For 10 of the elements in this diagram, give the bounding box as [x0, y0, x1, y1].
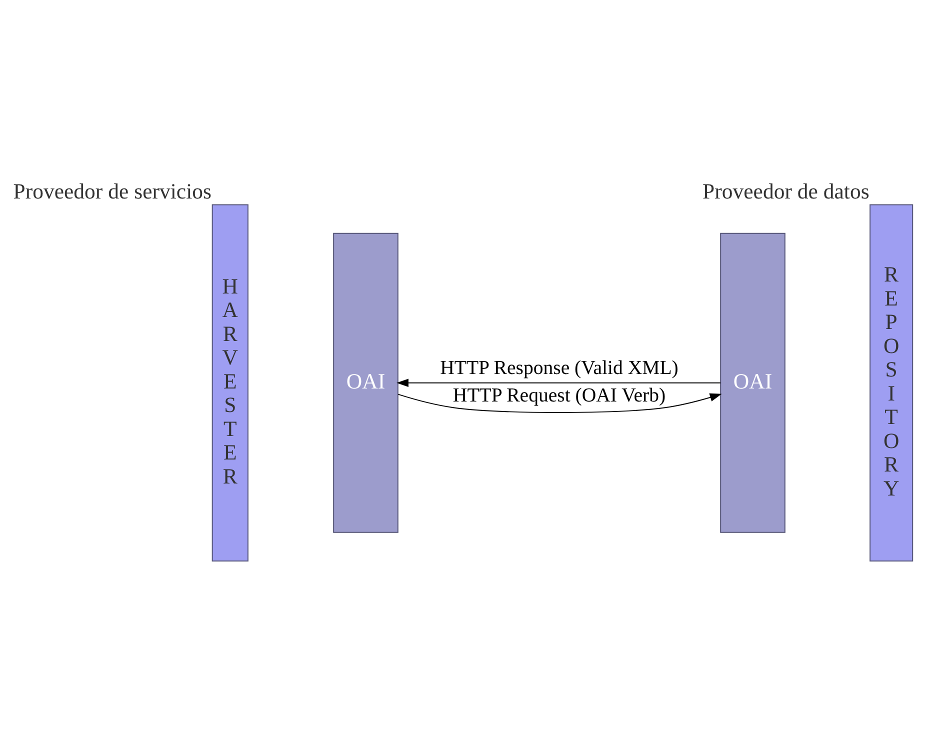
arrow — [398, 393, 722, 413]
node-box: OAI — [720, 232, 786, 533]
node-box: OAI — [333, 232, 398, 533]
edge-label: HTTP Request (OAI Verb) — [452, 384, 666, 407]
node-box: HARVESTER — [212, 204, 248, 562]
node-label: Proveedor de datos — [702, 179, 870, 204]
edge-label: HTTP Response (Valid XML) — [440, 356, 678, 379]
node-label: Proveedor de servicios — [13, 179, 212, 204]
node-box: REPOSITORY — [870, 204, 914, 562]
arrow — [396, 378, 722, 388]
